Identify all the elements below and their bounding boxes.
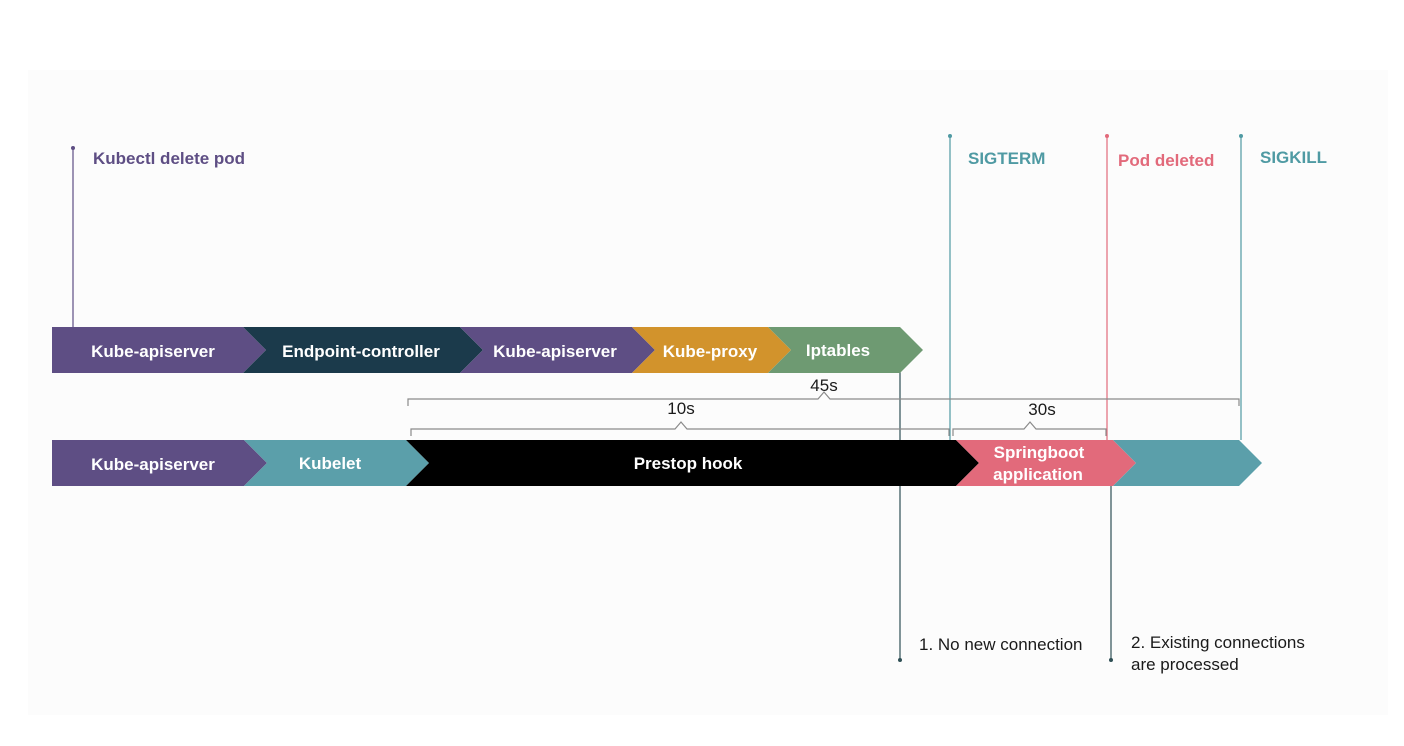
note-no-new-connection: 1. No new connection: [919, 635, 1083, 654]
bottom-segment-springboot: [956, 440, 1136, 486]
event-markers: [71, 134, 1243, 662]
top-segment-endpoint-controller: [243, 327, 483, 373]
top-segment-kube-proxy: [632, 327, 791, 373]
bottom-segment-label: Kubelet: [299, 454, 362, 473]
kubectl-marker-dot: [71, 146, 75, 150]
springboot-label-line1: Springboot: [994, 443, 1085, 462]
diagram-panel: [28, 70, 1388, 715]
top-segment-label: Kube-apiserver: [91, 342, 215, 361]
bracket-30s: [952, 421, 1107, 436]
note-existing-connections-line2: are processed: [1131, 655, 1239, 674]
bottom-segment-kube-apiserver: [52, 440, 267, 486]
pod-deleted-label: Pod deleted: [1118, 151, 1214, 170]
bracket-10s: [410, 421, 950, 436]
sigterm-marker-dot: [948, 134, 952, 138]
top-segment-label: Endpoint-controller: [282, 342, 440, 361]
pod-deleted-marker-dot: [1105, 134, 1109, 138]
existing-connections-dot: [1109, 658, 1113, 662]
duration-45s: 45s: [810, 376, 837, 395]
bottom-segment-prestop-hook: [406, 440, 979, 486]
bottom-pipeline: Kube-apiserver Kubelet Prestop hook Spri…: [52, 440, 1262, 486]
sigkill-label: SIGKILL: [1260, 148, 1327, 167]
springboot-label-line2: application: [993, 465, 1083, 484]
top-segment-label: Iptables: [806, 341, 870, 360]
bottom-segment-terminated: [1113, 440, 1262, 486]
duration-10s: 10s: [667, 399, 694, 418]
top-segment-label: Kube-apiserver: [493, 342, 617, 361]
kubectl-delete-pod-label: Kubectl delete pod: [93, 149, 245, 168]
top-segment-label: Kube-proxy: [663, 342, 758, 361]
top-pipeline: Kube-apiserver Endpoint-controller Kube-…: [52, 327, 923, 373]
top-segment-kube-apiserver: [52, 327, 266, 373]
duration-30s: 30s: [1028, 400, 1055, 419]
sigkill-marker-dot: [1239, 134, 1243, 138]
bottom-segment-label: Prestop hook: [634, 454, 743, 473]
note-existing-connections-line1: 2. Existing connections: [1131, 633, 1305, 652]
no-new-connection-dot: [898, 658, 902, 662]
sigterm-label: SIGTERM: [968, 149, 1045, 168]
bottom-segment-kubelet: [244, 440, 429, 486]
bracket-45s: [407, 391, 1240, 406]
top-segment-iptables: [768, 327, 923, 373]
bottom-segment-label: Kube-apiserver: [91, 455, 215, 474]
top-segment-kube-apiserver-2: [460, 327, 655, 373]
duration-brackets: [407, 391, 1240, 436]
